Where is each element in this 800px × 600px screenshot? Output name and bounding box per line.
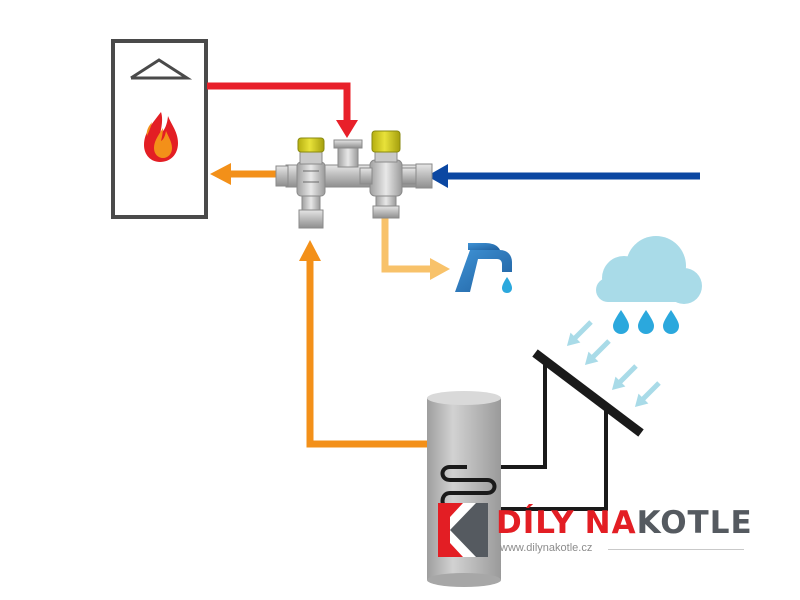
brand-word-2: NA — [584, 505, 637, 541]
brand-divider — [608, 549, 744, 550]
hot-water-pipe — [207, 82, 358, 138]
brand-word-1: DÍLY — [496, 505, 575, 541]
mixed-to-boiler-pipe — [210, 163, 280, 185]
flame-icon — [144, 112, 178, 162]
mixing-valve-icon — [275, 130, 433, 229]
cold-water-pipe — [427, 164, 700, 188]
solar-return-pipe — [299, 240, 428, 448]
boiler-icon — [111, 39, 208, 219]
rain-arrows — [566, 320, 661, 408]
brand-url: www.dilynakotle.cz — [500, 542, 593, 554]
k-logo-icon — [438, 503, 488, 557]
brand-word-3: KOTLE — [636, 505, 753, 541]
rain-cloud-icon — [596, 236, 702, 334]
tap-supply-pipe — [381, 208, 450, 280]
water-tap-icon — [455, 243, 512, 293]
storage-tank-icon — [427, 391, 501, 587]
